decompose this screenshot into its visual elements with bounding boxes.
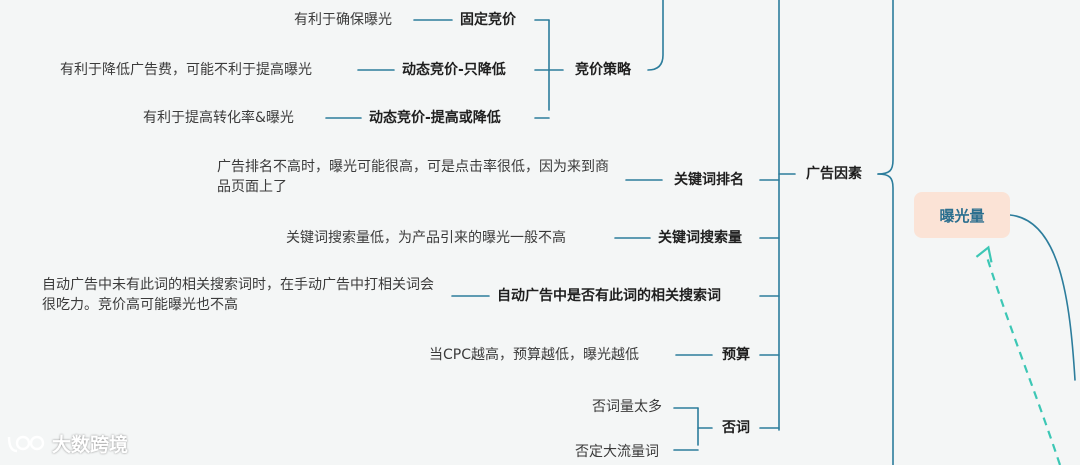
dynamic-updown-node[interactable]: 动态竞价-提高或降低	[369, 110, 501, 126]
fixed-bid-node[interactable]: 固定竞价	[460, 12, 516, 28]
keyword-rank-note: 广告排名不高时，曝光可能很高，可是点击率很低，因为来到商品页面上了	[217, 159, 609, 195]
bidding-to-trunk	[647, 0, 664, 71]
watermark: 大数跨境	[6, 428, 128, 458]
fixed-bid-note: 有利于确保曝光	[294, 12, 392, 28]
negative-item-1: 否词量太多	[592, 399, 662, 415]
root-node-exposure[interactable]: 曝光量	[914, 192, 1010, 238]
watermark-logo-icon	[7, 435, 45, 453]
negative-item-2: 否定大流量词	[575, 444, 659, 460]
ad-factors-to-root-up	[877, 0, 894, 175]
keyword-volume-node[interactable]: 关键词搜索量	[658, 230, 742, 246]
dynamic-updown-note: 有利于提高转化率&曝光	[143, 110, 294, 126]
dynamic-down-note: 有利于降低广告费，可能不利于提高曝光	[60, 62, 312, 78]
budget-node[interactable]: 预算	[722, 347, 750, 363]
root-curve	[1009, 214, 1076, 381]
keyword-volume-note: 关键词搜索量低，为产品引来的曝光一般不高	[286, 230, 566, 246]
watermark-text: 大数跨境	[52, 433, 129, 456]
negative-node[interactable]: 否词	[722, 420, 750, 436]
dashed-arrow	[984, 253, 1062, 465]
ad-factors-node[interactable]: 广告因素	[806, 166, 862, 182]
bidding-strategy-node[interactable]: 竞价策略	[575, 62, 631, 78]
dashed-arrow-head	[975, 245, 993, 263]
ad-factors-to-root-down	[877, 173, 894, 465]
auto-related-node[interactable]: 自动广告中是否有此词的相关搜索词	[497, 288, 721, 304]
keyword-rank-node[interactable]: 关键词排名	[674, 172, 744, 188]
auto-related-note: 自动广告中未有此词的相关搜索词时，在手动广告中打相关词会很吃力。竞价高可能曝光也…	[42, 277, 434, 313]
budget-note: 当CPC越高，预算越低，曝光越低	[429, 347, 639, 363]
dynamic-down-node[interactable]: 动态竞价-只降低	[402, 62, 506, 78]
